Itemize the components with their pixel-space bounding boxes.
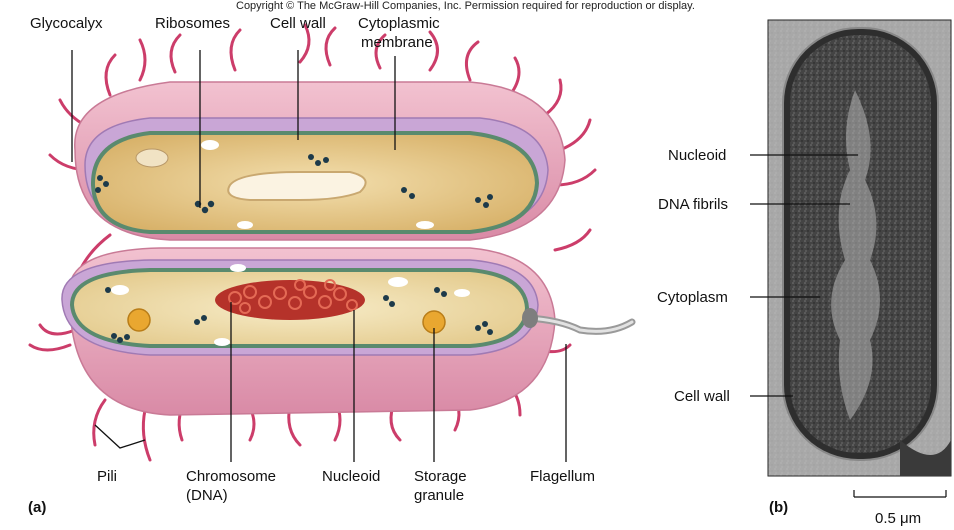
scale-bar-label: 0.5 μm: [875, 510, 922, 527]
label-cell-wall: Cell wall: [270, 15, 326, 32]
panel-a-tag: (a): [28, 499, 47, 516]
label-nucleoid-a: Nucleoid: [322, 468, 381, 485]
label-storage-line2: granule: [414, 487, 465, 504]
electron-micrograph: [767, 19, 952, 477]
label-cell-wall-b: Cell wall: [674, 388, 730, 405]
label-cytoplasm: Cytoplasm: [657, 289, 728, 306]
leader-lines-b: [750, 154, 858, 397]
label-nucleoid-b: Nucleoid: [668, 147, 727, 164]
scale-bar: [853, 490, 947, 498]
label-cytoplasmic-line2: membrane: [361, 34, 433, 51]
label-glycocalyx: Glycocalyx: [30, 15, 103, 32]
label-chromosome-line1: Chromosome: [186, 468, 277, 485]
label-dna-fibrils: DNA fibrils: [658, 196, 729, 213]
label-flagellum: Flagellum: [530, 468, 596, 485]
storage-granule-left: [127, 308, 151, 332]
label-ribosomes: Ribosomes: [155, 15, 231, 32]
ribosomes-bottom: [105, 287, 493, 343]
bacterial-cell-drawing: [28, 23, 636, 462]
label-pili: Pili: [97, 468, 118, 485]
label-cytoplasmic-line1: Cytoplasmic: [358, 15, 440, 32]
panel-b-tag: (b): [769, 499, 789, 516]
chromosome-dna: [215, 279, 365, 320]
ribosomes-top: [95, 154, 493, 214]
copyright-notice: Copyright © The McGraw-Hill Companies, I…: [236, 0, 695, 12]
leader-lines-a: [71, 50, 567, 462]
label-chromosome-line2: (DNA): [186, 487, 228, 504]
label-storage-line1: Storage: [414, 468, 467, 485]
